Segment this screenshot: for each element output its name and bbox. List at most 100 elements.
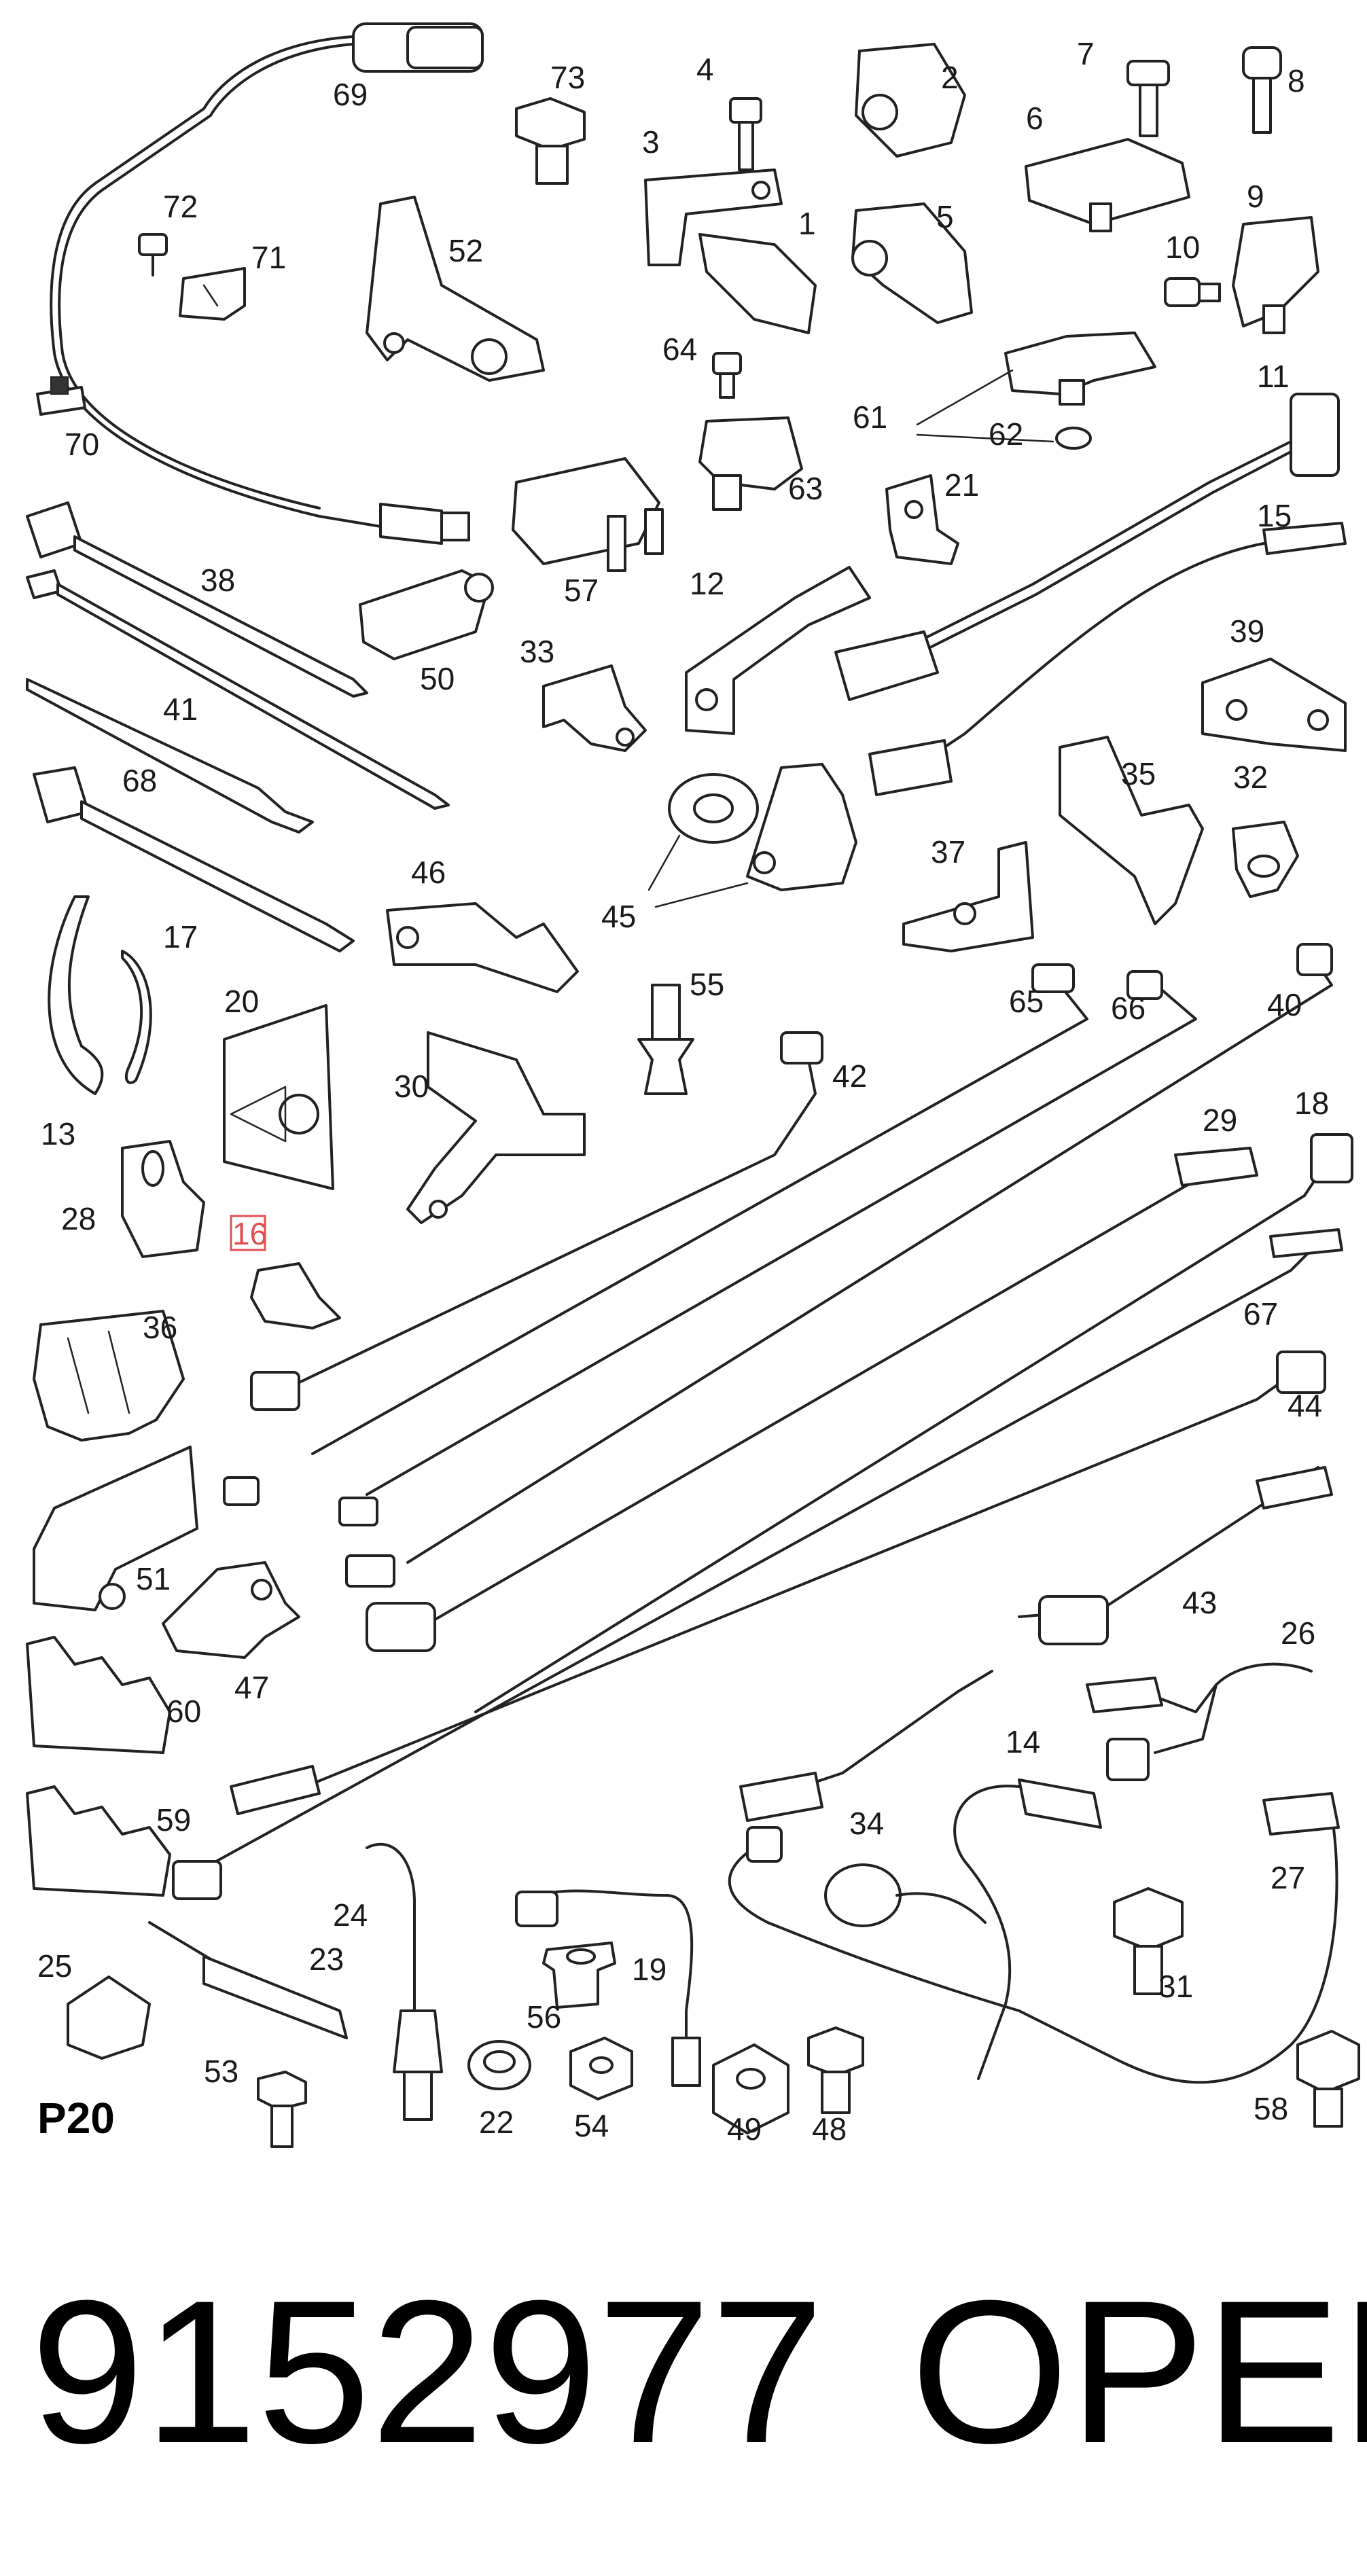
part-64-screw (712, 352, 742, 399)
part-17-strap (121, 950, 152, 1084)
callout-30[interactable]: 30 (394, 1069, 429, 1104)
part-51-bracket (33, 1446, 198, 1611)
callout-38[interactable]: 38 (200, 562, 235, 598)
callout-49[interactable]: 49 (727, 2111, 762, 2147)
part-60-multi-clip (26, 1636, 171, 1754)
callout-65[interactable]: 65 (1009, 984, 1044, 1019)
part-11-sensor (834, 393, 1340, 701)
callout-2[interactable]: 2 (941, 60, 959, 95)
callout-44[interactable]: 44 (1288, 1388, 1322, 1423)
part-58-bolt (1296, 2030, 1360, 2128)
callout-29[interactable]: 29 (1203, 1103, 1237, 1138)
callout-60[interactable]: 60 (166, 1694, 201, 1729)
callout-12[interactable]: 12 (690, 566, 724, 601)
callout-25[interactable]: 25 (37, 1948, 72, 1984)
part-49-nut (712, 2043, 789, 2134)
callout-20[interactable]: 20 (224, 984, 259, 1019)
callout-59[interactable]: 59 (156, 1802, 191, 1838)
callout-57[interactable]: 57 (564, 573, 599, 608)
callout-67[interactable]: 67 (1243, 1296, 1278, 1331)
callout-68[interactable]: 68 (122, 763, 157, 798)
callout-4[interactable]: 4 (696, 52, 714, 87)
part-69-sensor-cable (50, 22, 484, 545)
callout-23[interactable]: 23 (309, 1942, 344, 1977)
callout-36[interactable]: 36 (143, 1310, 177, 1345)
callout-18[interactable]: 18 (1294, 1086, 1329, 1121)
callout-48[interactable]: 48 (812, 2111, 847, 2147)
callout-6[interactable]: 6 (1026, 101, 1044, 136)
callout-62[interactable]: 62 (989, 416, 1023, 452)
callout-24[interactable]: 24 (333, 1897, 368, 1933)
brand-name: OPEL (910, 2257, 1367, 2486)
part-12-bracket (685, 566, 871, 735)
part-20-bracket (223, 1004, 334, 1190)
callout-66[interactable]: 66 (1111, 990, 1146, 1026)
part-14-sensor (953, 1778, 1102, 2080)
callout-34[interactable]: 34 (849, 1806, 884, 1841)
callout-1[interactable]: 1 (798, 206, 816, 241)
part-35-bracket (1059, 736, 1204, 925)
callout-43[interactable]: 43 (1182, 1585, 1217, 1620)
callout-19[interactable]: 19 (632, 1952, 667, 1987)
callout-13[interactable]: 13 (41, 1116, 75, 1151)
callout-69[interactable]: 69 (333, 77, 368, 112)
callout-8[interactable]: 8 (1288, 63, 1305, 99)
callout-47[interactable]: 47 (234, 1670, 269, 1705)
callout-5[interactable]: 5 (936, 199, 954, 234)
callout-40[interactable]: 40 (1267, 987, 1302, 1022)
part-1-connector (698, 233, 817, 334)
part-23-sensor (148, 1921, 348, 2039)
part-6-sensor (1025, 138, 1190, 232)
callout-14[interactable]: 14 (1006, 1724, 1040, 1759)
part-8-screw (1242, 46, 1282, 134)
callout-70[interactable]: 70 (65, 427, 99, 462)
callout-3[interactable]: 3 (642, 124, 660, 160)
callout-46[interactable]: 46 (411, 855, 446, 890)
callout-31[interactable]: 31 (1158, 1969, 1193, 2004)
callout-42[interactable]: 42 (832, 1058, 867, 1094)
part-62-oring (1055, 427, 1092, 450)
callout-72[interactable]: 72 (163, 189, 198, 224)
callout-22[interactable]: 22 (479, 2105, 514, 2140)
callout-17[interactable]: 17 (163, 919, 198, 954)
callout-15[interactable]: 15 (1257, 498, 1292, 533)
part-47-bracket (162, 1561, 300, 1659)
part-43-cable (739, 1670, 993, 1822)
callout-27[interactable]: 27 (1271, 1860, 1305, 1895)
callout-33[interactable]: 33 (520, 634, 554, 669)
part-3-bracket (644, 168, 783, 266)
callout-7[interactable]: 7 (1077, 36, 1095, 71)
part-39-bracket (1201, 658, 1347, 752)
callout-45[interactable]: 45 (601, 899, 636, 934)
callout-73[interactable]: 73 (550, 60, 585, 95)
part-46-heat-shield (386, 902, 579, 993)
callout-32[interactable]: 32 (1233, 759, 1268, 795)
callout-16[interactable]: 16 (232, 1216, 267, 1251)
callout-35[interactable]: 35 (1121, 756, 1156, 791)
callout-41[interactable]: 41 (163, 692, 198, 727)
callout-37[interactable]: 37 (931, 834, 965, 870)
callout-11[interactable]: 11 (1257, 359, 1290, 394)
callout-63[interactable]: 63 (788, 471, 823, 506)
callout-21[interactable]: 21 (944, 467, 979, 503)
callout-9[interactable]: 9 (1247, 179, 1264, 214)
callout-58[interactable]: 58 (1254, 2091, 1288, 2126)
callout-39[interactable]: 39 (1230, 613, 1264, 649)
callout-28[interactable]: 28 (61, 1201, 96, 1236)
part-drawings (26, 22, 1360, 2148)
callout-54[interactable]: 54 (574, 2108, 609, 2143)
callout-64[interactable]: 64 (662, 332, 697, 367)
callout-51[interactable]: 51 (136, 1561, 171, 1596)
callout-56[interactable]: 56 (527, 1999, 561, 2035)
part-33-bracket (542, 664, 647, 752)
callout-55[interactable]: 55 (690, 967, 724, 1002)
callout-26[interactable]: 26 (1281, 1615, 1315, 1651)
callout-50[interactable]: 50 (420, 661, 455, 696)
callout-53[interactable]: 53 (204, 2054, 238, 2089)
part-26-sensor-harness (1086, 1662, 1313, 1781)
callout-71[interactable]: 71 (251, 240, 286, 275)
callout-61[interactable]: 61 (853, 399, 887, 435)
callout-52[interactable]: 52 (448, 233, 483, 268)
callout-10[interactable]: 10 (1165, 230, 1200, 265)
part-55-push-clip (637, 984, 694, 1095)
